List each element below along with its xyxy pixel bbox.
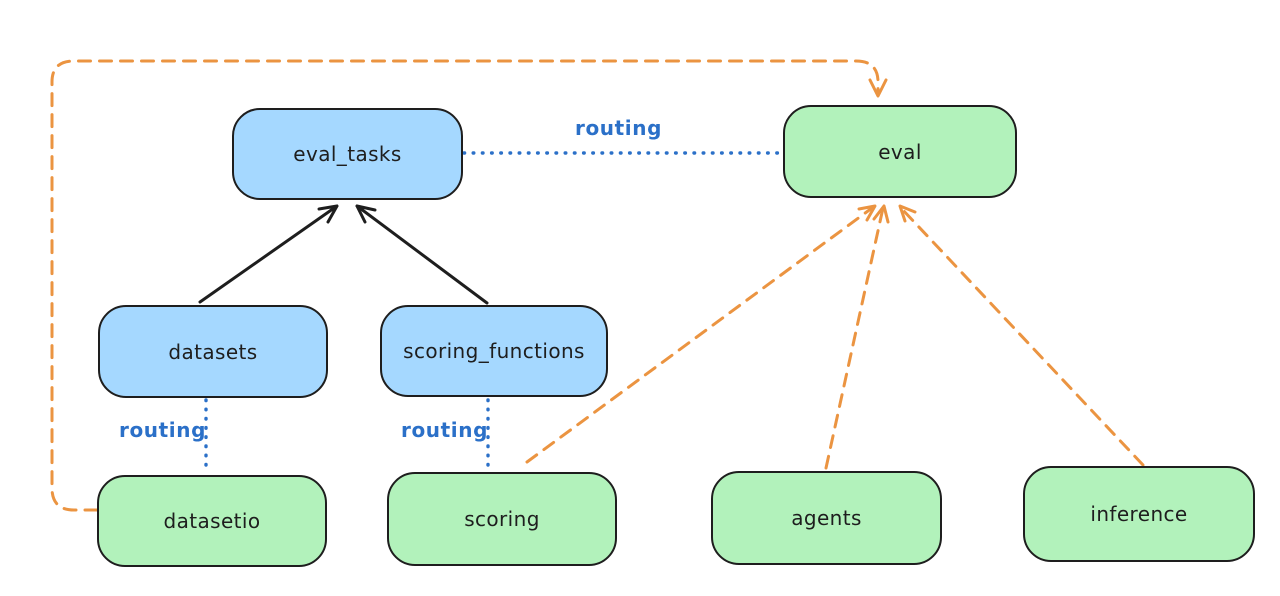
node-agents: agents <box>711 471 942 565</box>
node-datasetio-label: datasetio <box>163 509 261 533</box>
node-scoring-functions-label: scoring_functions <box>403 339 585 363</box>
node-eval-tasks-label: eval_tasks <box>293 142 402 166</box>
edge-agents-to-eval-arrowhead <box>872 204 890 224</box>
edge-datasets-to-eval-tasks-arrow <box>198 204 339 304</box>
node-datasets-label: datasets <box>168 339 258 364</box>
node-eval-tasks: eval_tasks <box>232 108 463 200</box>
edge-scoring-to-eval-arrowhead <box>857 204 877 222</box>
edge-agents-to-eval-dashed <box>824 206 885 470</box>
node-datasets: datasets <box>98 305 328 398</box>
edge-inference-to-eval-arrowhead <box>898 204 917 223</box>
edge-scoring-functions-to-eval-tasks-arrow <box>355 204 489 305</box>
node-inference: inference <box>1023 466 1255 562</box>
routing-label-datasets-datasetio: routing <box>119 418 207 442</box>
node-scoring-functions: scoring_functions <box>380 305 608 397</box>
node-scoring-label: scoring <box>464 507 540 531</box>
node-eval: eval <box>783 105 1017 198</box>
node-datasetio: datasetio <box>97 475 327 567</box>
node-scoring: scoring <box>387 472 617 566</box>
routing-label-eval-tasks-eval: routing <box>575 116 663 140</box>
edge-inference-to-eval-dashed <box>899 206 1145 467</box>
edge-datasetio-to-eval-arrowhead <box>868 78 888 98</box>
edge-scoring-to-eval-dashed <box>525 206 874 464</box>
node-eval-label: eval <box>878 139 922 164</box>
routing-label-scoring-functions-scoring: routing <box>401 418 489 442</box>
node-agents-label: agents <box>791 506 862 530</box>
node-inference-label: inference <box>1090 502 1188 526</box>
edge-datasetio-to-eval-dashed-loop <box>50 59 880 512</box>
